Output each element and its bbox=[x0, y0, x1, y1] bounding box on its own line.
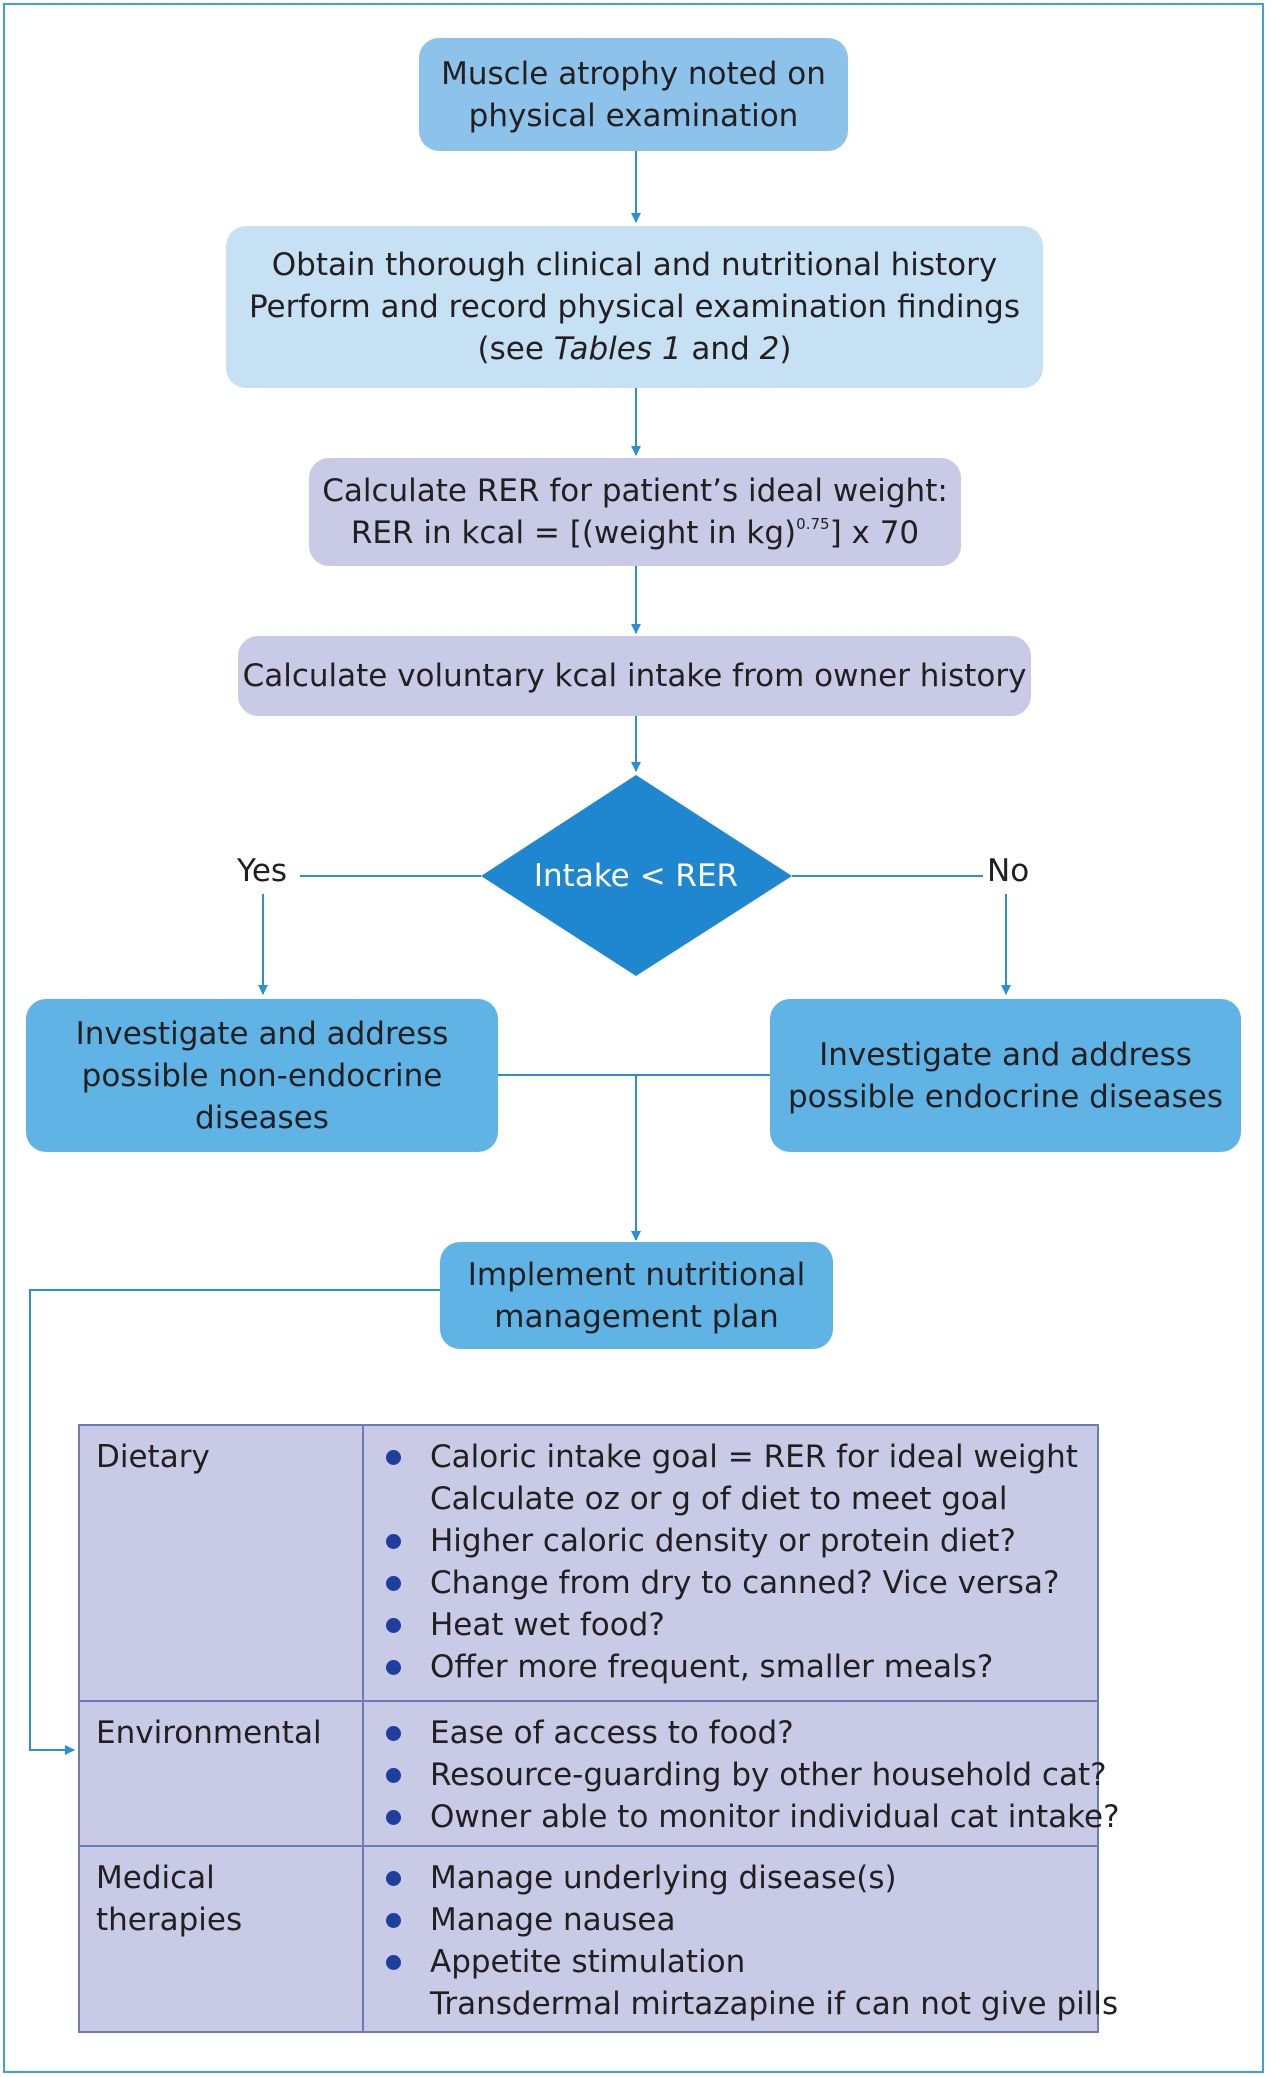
plan-item: Offer more frequent, smaller meals? bbox=[386, 1646, 1087, 1688]
history-tables-word: Tables bbox=[553, 331, 652, 367]
endocrine-box: Investigate and address possible endocri… bbox=[770, 999, 1241, 1152]
rer-formula-exponent: 0.75 bbox=[796, 515, 830, 533]
plan-item-text: Ease of access to food? bbox=[430, 1715, 794, 1751]
plan-item: Manage underlying disease(s) bbox=[386, 1857, 1087, 1899]
bullet-icon bbox=[386, 1768, 401, 1783]
decision-diamond bbox=[481, 775, 792, 976]
bullet-icon bbox=[386, 1534, 401, 1549]
plan-table-row: Medical therapies Manage underlying diseas… bbox=[80, 1845, 1118, 2031]
bullet-icon bbox=[386, 1450, 401, 1465]
plan-table-row: Environmental Ease of access to food? Reso… bbox=[80, 1700, 1120, 1845]
history-table-2-ref: 2 bbox=[759, 331, 780, 367]
plan-item-list: Manage underlying disease(s) Manage nause… bbox=[386, 1857, 1118, 2025]
plan-line-2: management plan bbox=[494, 1298, 779, 1335]
plan-item: Higher caloric density or protein diet? bbox=[386, 1520, 1087, 1562]
management-plan-table: Dietary Caloric intake goal = RER for ide… bbox=[78, 1424, 1120, 2033]
plan-item: Change from dry to canned? Vice versa? bbox=[386, 1562, 1087, 1604]
plan-item-text: Change from dry to canned? Vice versa? bbox=[430, 1565, 1060, 1601]
rer-formula: RER in kcal = [(weight in kg)0.75] x 70 bbox=[351, 512, 919, 554]
plan-item-text: Caloric intake goal = RER for ideal weig… bbox=[430, 1439, 1078, 1475]
bullet-icon bbox=[386, 1576, 401, 1591]
endocrine-line-1: Investigate and address bbox=[819, 1036, 1192, 1073]
history-space bbox=[652, 331, 662, 367]
bullet-icon bbox=[386, 1726, 401, 1741]
bullet-icon bbox=[386, 1618, 401, 1633]
rer-box: Calculate RER for patient’s ideal weight… bbox=[309, 458, 961, 566]
start-box-line-2: physical examination bbox=[468, 97, 799, 134]
plan-item: Appetite stimulation bbox=[386, 1941, 1087, 1983]
start-box-line-1: Muscle atrophy noted on bbox=[441, 55, 826, 92]
plan-category-line: Medical bbox=[96, 1860, 215, 1896]
plan-item: Owner able to monitor individual cat int… bbox=[386, 1796, 1120, 1838]
plan-column-divider bbox=[362, 1426, 364, 1700]
plan-item-text: Calculate oz or g of diet to meet goal bbox=[430, 1481, 1008, 1517]
voluntary-intake-box: Calculate voluntary kcal intake from own… bbox=[238, 636, 1031, 716]
history-close-paren: ) bbox=[779, 331, 792, 367]
plan-item-text: Owner able to monitor individual cat int… bbox=[430, 1799, 1120, 1835]
arrow-plan-to-table bbox=[29, 1289, 440, 1755]
start-box: Muscle atrophy noted on physical examina… bbox=[419, 38, 848, 151]
plan-category-line: Environmental bbox=[96, 1715, 322, 1751]
plan-item-text: Manage nausea bbox=[430, 1902, 676, 1938]
plan-item-text: Offer more frequent, smaller meals? bbox=[430, 1649, 994, 1685]
history-see-text: (see bbox=[477, 331, 554, 367]
plan-category: Dietary bbox=[96, 1436, 210, 1478]
plan-item: Manage nausea bbox=[386, 1899, 1087, 1941]
plan-table-row: Dietary Caloric intake goal = RER for ide… bbox=[80, 1426, 1097, 1700]
history-box: Obtain thorough clinical and nutritional… bbox=[226, 226, 1043, 388]
no-label: No bbox=[985, 852, 1032, 890]
non-endocrine-line-3: diseases bbox=[195, 1099, 329, 1136]
rer-line-1: Calculate RER for patient’s ideal weight… bbox=[322, 473, 948, 509]
plan-category-line: Dietary bbox=[96, 1439, 210, 1475]
yes-label: Yes bbox=[235, 852, 290, 890]
plan-category: Environmental bbox=[96, 1712, 322, 1754]
plan-box: Implement nutritional management plan bbox=[440, 1242, 833, 1349]
history-table-1-ref: 1 bbox=[661, 331, 682, 367]
non-endocrine-line-1: Investigate and address bbox=[75, 1015, 449, 1052]
plan-item: Ease of access to food? bbox=[386, 1712, 1087, 1754]
plan-item-text: Higher caloric density or protein diet? bbox=[430, 1523, 1016, 1559]
plan-column-divider bbox=[362, 1702, 364, 1845]
rer-formula-multiplier: ] x 70 bbox=[829, 515, 920, 551]
figure-frame bbox=[3, 3, 1264, 2073]
history-and-text: and bbox=[681, 331, 760, 367]
bullet-icon bbox=[386, 1660, 401, 1675]
plan-line-1: Implement nutritional bbox=[467, 1256, 806, 1293]
bullet-icon bbox=[386, 1913, 401, 1928]
plan-category-line: therapies bbox=[96, 1902, 243, 1938]
plan-item: Calculate oz or g of diet to meet goal bbox=[386, 1478, 1087, 1520]
decision-label: Intake < RER bbox=[533, 858, 739, 894]
history-line-3: (see Tables 1 and 2) bbox=[478, 328, 792, 370]
plan-item: Caloric intake goal = RER for ideal weig… bbox=[386, 1436, 1087, 1478]
plan-item-list: Ease of access to food? Resource-guarding… bbox=[386, 1712, 1120, 1838]
plan-item-text: Heat wet food? bbox=[430, 1607, 665, 1643]
plan-item-text: Resource-guarding by other household cat… bbox=[430, 1757, 1107, 1793]
plan-item-text: Appetite stimulation bbox=[430, 1944, 746, 1980]
plan-item-list: Caloric intake goal = RER for ideal weig… bbox=[386, 1436, 1087, 1688]
non-endocrine-line-2: possible non-endocrine bbox=[81, 1057, 443, 1094]
history-line-2: Perform and record physical examination … bbox=[248, 289, 1021, 325]
plan-item-text: Manage underlying disease(s) bbox=[430, 1860, 897, 1896]
plan-item: Heat wet food? bbox=[386, 1604, 1087, 1646]
plan-item: Resource-guarding by other household cat… bbox=[386, 1754, 1107, 1796]
non-endocrine-box: Investigate and address possible non-end… bbox=[26, 999, 498, 1152]
bullet-icon bbox=[386, 1810, 401, 1825]
bullet-icon bbox=[386, 1955, 401, 1970]
rer-formula-base: RER in kcal = [(weight in kg) bbox=[350, 515, 797, 551]
plan-column-divider bbox=[362, 1847, 364, 2031]
plan-item-text: Transdermal mirtazapine if can not give … bbox=[430, 1986, 1119, 2022]
history-line-1: Obtain thorough clinical and nutritional… bbox=[271, 247, 998, 283]
voluntary-intake-text: Calculate voluntary kcal intake from own… bbox=[242, 658, 1027, 694]
bullet-icon bbox=[386, 1871, 401, 1886]
plan-category: Medical therapies bbox=[96, 1857, 242, 1941]
endocrine-line-2: possible endocrine diseases bbox=[788, 1078, 1223, 1115]
plan-item: Transdermal mirtazapine if can not give … bbox=[386, 1983, 1118, 2025]
